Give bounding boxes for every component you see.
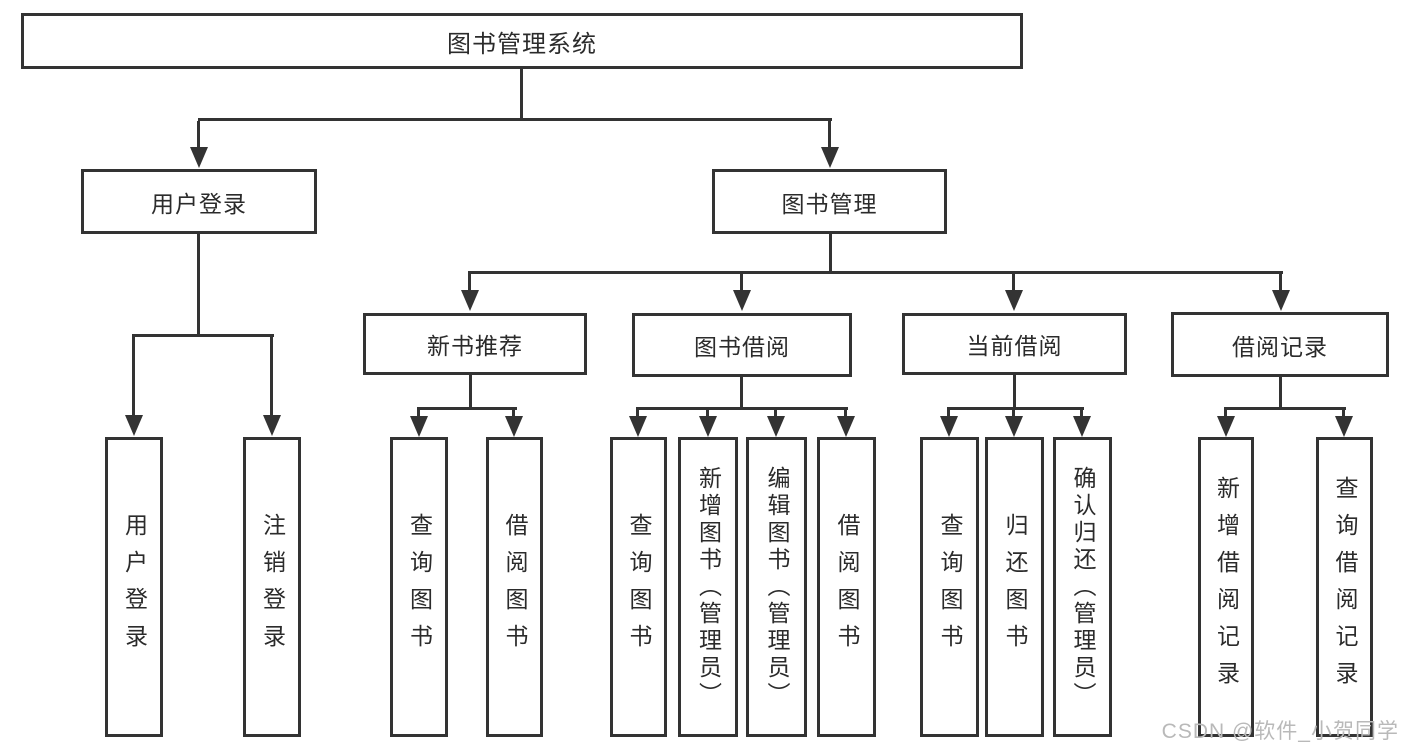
- node-return-books: 归还图书: [985, 437, 1044, 737]
- node-query-borrow-record: 查询借阅记录: [1316, 437, 1373, 737]
- node-label: 借阅记录: [1232, 333, 1328, 360]
- node-label: 注销登录: [259, 513, 286, 661]
- arrow-to-user-login: [125, 337, 143, 436]
- node-book-management-module: 图书管理: [712, 169, 947, 234]
- node-borrow-books-1: 借阅图书: [486, 437, 543, 737]
- node-label: 查询借阅记录: [1332, 476, 1358, 698]
- arrow-to-borrow-books-2: [837, 410, 855, 437]
- arrow-to-query-borrow-record: [1335, 410, 1353, 437]
- connector-stem-new-book-recommend: [469, 375, 472, 410]
- connector-splitter-new-book-recommend: [417, 407, 517, 410]
- arrow-to-current-borrow: [1005, 274, 1023, 311]
- arrow-to-borrow-books-1: [505, 410, 523, 437]
- node-label: 编辑图书（管理员）: [764, 465, 790, 709]
- connector-stem-borrow-records: [1279, 377, 1282, 410]
- arrow-to-book-borrow: [733, 274, 751, 311]
- arrow-to-add-borrow-record: [1217, 410, 1235, 437]
- node-query-books-1: 查询图书: [390, 437, 448, 737]
- arrow-to-new-book-recommend: [461, 274, 479, 311]
- node-label: 用户登录: [121, 513, 148, 661]
- arrow-to-query-books-2: [629, 410, 647, 437]
- arrow-to-logout: [263, 337, 281, 436]
- arrow-to-borrow-records: [1272, 274, 1290, 311]
- connector-splitter-borrow-records: [1224, 407, 1346, 410]
- node-label: 图书管理系统: [447, 30, 597, 58]
- node-add-books-admin: 新增图书（管理员）: [678, 437, 738, 737]
- node-label: 新书推荐: [427, 333, 523, 359]
- connector-book-management-stem: [829, 234, 832, 274]
- node-label: 确认归还（管理员）: [1070, 465, 1096, 709]
- connector-user-login-splitter: [132, 334, 274, 337]
- connector-level2-splitter: [468, 271, 1283, 274]
- node-label: 查询图书: [406, 513, 433, 661]
- connector-root-stem: [520, 69, 523, 120]
- node-logout: 注销登录: [243, 437, 301, 737]
- node-label: 借阅图书: [502, 513, 528, 661]
- node-label: 图书借阅: [694, 334, 790, 360]
- node-query-books-2: 查询图书: [610, 437, 667, 737]
- node-borrow-records: 借阅记录: [1171, 312, 1389, 377]
- arrow-to-edit-books-admin: [767, 410, 785, 437]
- arrow-to-add-books-admin: [699, 410, 717, 437]
- node-label: 图书管理: [781, 190, 878, 217]
- csdn-watermark: CSDN @软件_小贺同学: [1161, 720, 1399, 743]
- arrow-to-query-books-3: [940, 410, 958, 437]
- node-root-library-system: 图书管理系统: [21, 13, 1023, 69]
- arrow-to-book-management-module: [821, 121, 839, 168]
- arrow-to-user-login-module: [190, 121, 208, 168]
- node-label: 新增图书（管理员）: [695, 465, 722, 709]
- node-query-books-3: 查询图书: [920, 437, 979, 737]
- node-new-book-recommend: 新书推荐: [363, 313, 587, 375]
- connector-user-login-stem: [197, 234, 200, 336]
- arrow-to-query-books-1: [410, 410, 428, 437]
- connector-level1-splitter: [198, 118, 832, 121]
- node-add-borrow-record: 新增借阅记录: [1198, 437, 1254, 737]
- connector-splitter-current-borrow: [947, 407, 1084, 410]
- node-user-login: 用户登录: [105, 437, 163, 737]
- arrow-to-confirm-return-admin: [1073, 410, 1091, 437]
- node-edit-books-admin: 编辑图书（管理员）: [746, 437, 807, 737]
- connector-stem-book-borrow: [740, 377, 743, 410]
- node-confirm-return-admin: 确认归还（管理员）: [1053, 437, 1112, 737]
- node-label: 当前借阅: [966, 333, 1063, 359]
- node-label: 新增借阅记录: [1213, 476, 1240, 698]
- arrow-to-return-books: [1005, 410, 1023, 437]
- node-label: 查询图书: [626, 513, 652, 661]
- node-book-borrow: 图书借阅: [632, 313, 852, 377]
- node-label: 用户登录: [151, 190, 247, 217]
- node-user-login-module: 用户登录: [81, 169, 317, 234]
- node-label: 借阅图书: [834, 513, 860, 661]
- node-label: 查询图书: [937, 513, 963, 661]
- node-borrow-books-2: 借阅图书: [817, 437, 876, 737]
- node-label: 归还图书: [1002, 513, 1028, 661]
- connector-splitter-book-borrow: [636, 407, 848, 410]
- node-current-borrow: 当前借阅: [902, 313, 1127, 375]
- connector-stem-current-borrow: [1013, 375, 1016, 410]
